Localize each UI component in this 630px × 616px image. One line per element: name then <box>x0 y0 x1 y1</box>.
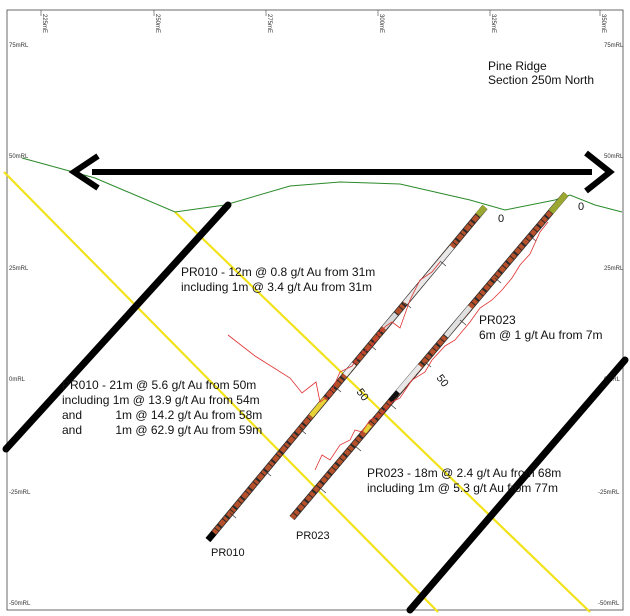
pr010-collar-label: 0 <box>498 213 504 225</box>
annotation-pr023-upper: PR023 6m @ 1 g/t Au from 7m <box>479 313 603 342</box>
drillhole-interval <box>388 390 400 403</box>
x-tick-label: 275mE <box>266 14 272 33</box>
drillhole-interval <box>362 423 372 434</box>
pr023-hole-label: PR023 <box>296 530 330 542</box>
annotation-pr010-upper: PR010 - 12m @ 0.8 g/t Au from 31m includ… <box>181 265 375 294</box>
drillhole-pr023 <box>289 191 569 521</box>
section-frame <box>6 9 624 611</box>
y-tick-label: -25mRL <box>9 490 31 496</box>
fault-line <box>2 201 232 453</box>
section-subtitle: Section 250m North <box>488 73 594 87</box>
y-tick-label: 75mRL <box>604 43 624 49</box>
double-arrow <box>68 150 615 194</box>
assay-trace-pr023 <box>314 221 549 471</box>
y-tick-label: 25mRL <box>604 266 624 272</box>
y-axis-ticks-left: 75mRL 50mRL 25mRL 0mRL -25mRL -50mRL <box>9 43 31 607</box>
annotation-line: 6m @ 1 g/t Au from 7m <box>479 328 603 342</box>
annotation-line: and 1m @ 62.9 g/t Au from 59m <box>62 423 262 437</box>
drillhole-interval <box>309 397 327 418</box>
y-tick-label: -25mRL <box>598 490 620 496</box>
pr023-collar-label: 0 <box>578 201 584 213</box>
y-tick-label: 0mRL <box>9 377 26 383</box>
y-tick-label: 50mRL <box>604 154 624 160</box>
x-tick-label: 350mE <box>600 14 606 33</box>
annotation-line: including 1m @ 5.3 g/t Au from 77m <box>367 481 558 495</box>
annotation-line: PR010 - 12m @ 0.8 g/t Au from 31m <box>181 265 375 279</box>
y-tick-label: -50mRL <box>598 601 620 607</box>
y-axis-ticks-right: 75mRL 50mRL 25mRL 0mRL -25mRL -50mRL <box>598 43 624 607</box>
annotation-line: PR010 - 21m @ 5.6 g/t Au from 50m <box>62 378 256 392</box>
y-tick-label: 25mRL <box>9 266 29 272</box>
annotation-line: including 1m @ 13.9 g/t Au from 54m <box>62 393 260 407</box>
x-tick-label: 300mE <box>378 14 384 33</box>
x-tick-label: 325mE <box>490 14 496 33</box>
annotation-line: and 1m @ 14.2 g/t Au from 58m <box>62 408 262 422</box>
y-tick-label: 75mRL <box>9 43 29 49</box>
drillhole-interval <box>403 245 454 305</box>
annotation-pr010-lower: PR010 - 21m @ 5.6 g/t Au from 50m includ… <box>62 378 262 437</box>
section-title: Pine Ridge <box>488 59 547 73</box>
pr010-hole-label: PR010 <box>211 547 245 559</box>
x-tick-label: 225mE <box>41 14 47 33</box>
annotation-pr023-lower: PR023 - 18m @ 2.4 g/t Au from 68m includ… <box>367 466 561 495</box>
drillhole-interval <box>396 364 422 394</box>
topography-line <box>21 157 623 213</box>
collar-marker <box>475 205 488 217</box>
y-tick-label: 50mRL <box>9 154 29 160</box>
fault-line <box>406 356 629 614</box>
pr010-depth-label: 50 <box>354 386 371 403</box>
annotation-line: PR023 - 18m @ 2.4 g/t Au from 68m <box>367 466 561 480</box>
drillhole-interval <box>444 305 472 338</box>
x-axis-ticks: 225mE 250mE 275mE 300mE 325mE 350mE <box>40 10 606 33</box>
annotation-line: including 1m @ 3.4 g/t Au from 31m <box>181 280 372 294</box>
annotation-line: PR023 <box>479 313 516 327</box>
y-tick-label: -50mRL <box>9 601 31 607</box>
collar-marker <box>548 192 569 214</box>
x-tick-label: 250mE <box>154 14 160 33</box>
assay-trace-pr010 <box>227 261 441 403</box>
yellow-structure-line <box>3 171 439 613</box>
pr023-depth-label: 50 <box>434 372 451 389</box>
